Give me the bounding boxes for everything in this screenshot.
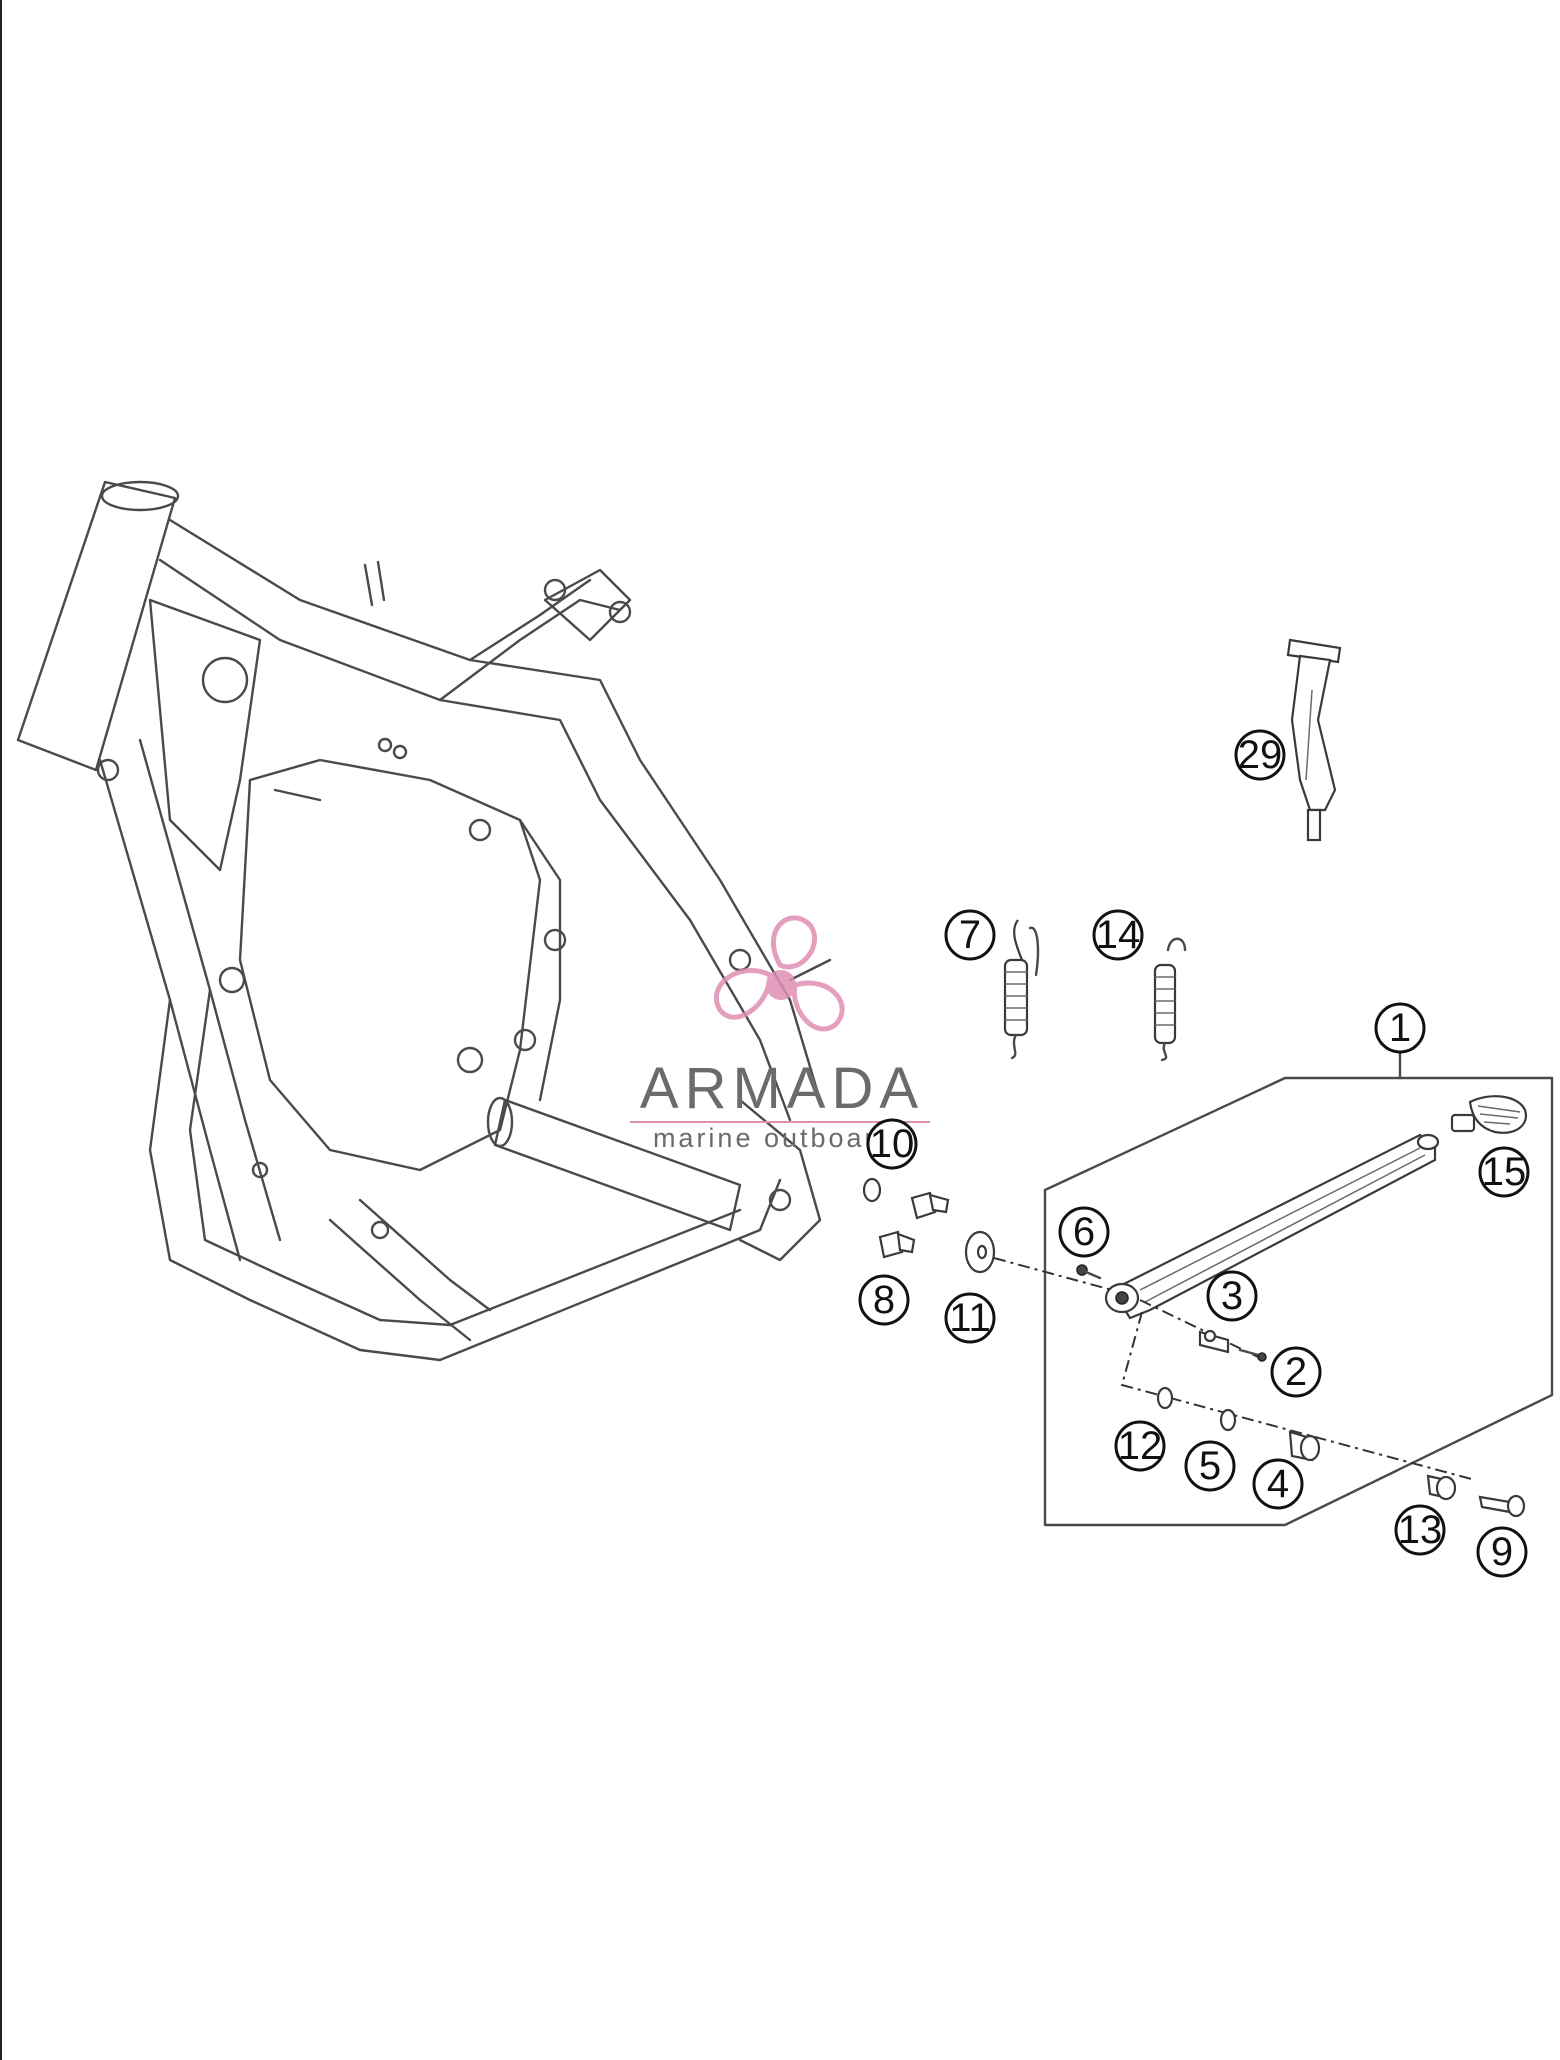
part-2-clip: [1198, 1329, 1267, 1362]
watermark-tagline: marine outboards: [653, 1123, 911, 1153]
callout-4: 4: [1252, 1458, 1304, 1510]
callout-1-label: 1: [1389, 1006, 1411, 1050]
callout-5: 5: [1184, 1440, 1236, 1492]
part-10-o-ring: [862, 1177, 882, 1203]
part-3-side-stand: [1104, 1133, 1440, 1320]
part-7-spring: [1003, 919, 1040, 1060]
callout-6-label: 6: [1073, 1210, 1095, 1254]
callout-3-label: 3: [1221, 1274, 1243, 1318]
part-13-bushing: [1426, 1474, 1457, 1501]
part-15-foot: [1450, 1095, 1528, 1134]
watermark-logo: [713, 915, 845, 1032]
callout-9-label: 9: [1491, 1530, 1513, 1574]
part-6-bolt: [1076, 1264, 1102, 1280]
part-8-screw: [878, 1230, 916, 1259]
callout-12: 12: [1114, 1420, 1166, 1472]
motorcycle-frame: [16, 480, 832, 1362]
part-29-tool: [1286, 638, 1342, 842]
callout-14: 14: [1092, 909, 1144, 961]
callout-10: 10: [866, 1118, 918, 1170]
head-tube: [16, 480, 177, 772]
watermark-brand: ARMADA: [640, 1056, 924, 1121]
part-9-bolt: [1478, 1494, 1526, 1518]
callout-12-label: 12: [1118, 1424, 1163, 1468]
callout-11-label: 11: [949, 1296, 991, 1340]
assembly-axis-lines: [993, 1257, 1476, 1481]
callout-8: 8: [858, 1274, 910, 1326]
callout-14-label: 14: [1096, 913, 1141, 957]
callout-3: 3: [1206, 1270, 1258, 1322]
callout-2-label: 2: [1285, 1350, 1307, 1394]
part-14-spring: [1153, 937, 1187, 1062]
callout-9: 9: [1476, 1526, 1528, 1578]
part-5-o-ring: [1219, 1408, 1237, 1432]
callout-7: 7: [944, 909, 996, 961]
part-4-bushing: [1288, 1430, 1321, 1462]
callout-11: 11: [944, 1292, 996, 1344]
callout-10-label: 10: [870, 1122, 915, 1166]
callout-13-label: 13: [1398, 1508, 1443, 1552]
callout-7-label: 7: [959, 913, 981, 957]
part-12-o-ring: [1156, 1386, 1174, 1410]
part-11-washer: [964, 1230, 996, 1274]
callout-15-label: 15: [1482, 1150, 1527, 1194]
callout-6: 6: [1058, 1206, 1110, 1258]
callout-29-label: 29: [1238, 733, 1283, 777]
callout-5-label: 5: [1199, 1444, 1221, 1488]
callout-1: 1: [1374, 1002, 1426, 1054]
part-10-screw: [910, 1191, 950, 1220]
callout-29: 29: [1234, 729, 1286, 781]
part-1-assembly-outline: [1043, 1050, 1554, 1527]
callout-13: 13: [1394, 1504, 1446, 1556]
callout-15: 15: [1478, 1146, 1530, 1198]
callout-4-label: 4: [1267, 1462, 1289, 1506]
callout-8-label: 8: [873, 1278, 895, 1322]
callout-2: 2: [1270, 1346, 1322, 1398]
